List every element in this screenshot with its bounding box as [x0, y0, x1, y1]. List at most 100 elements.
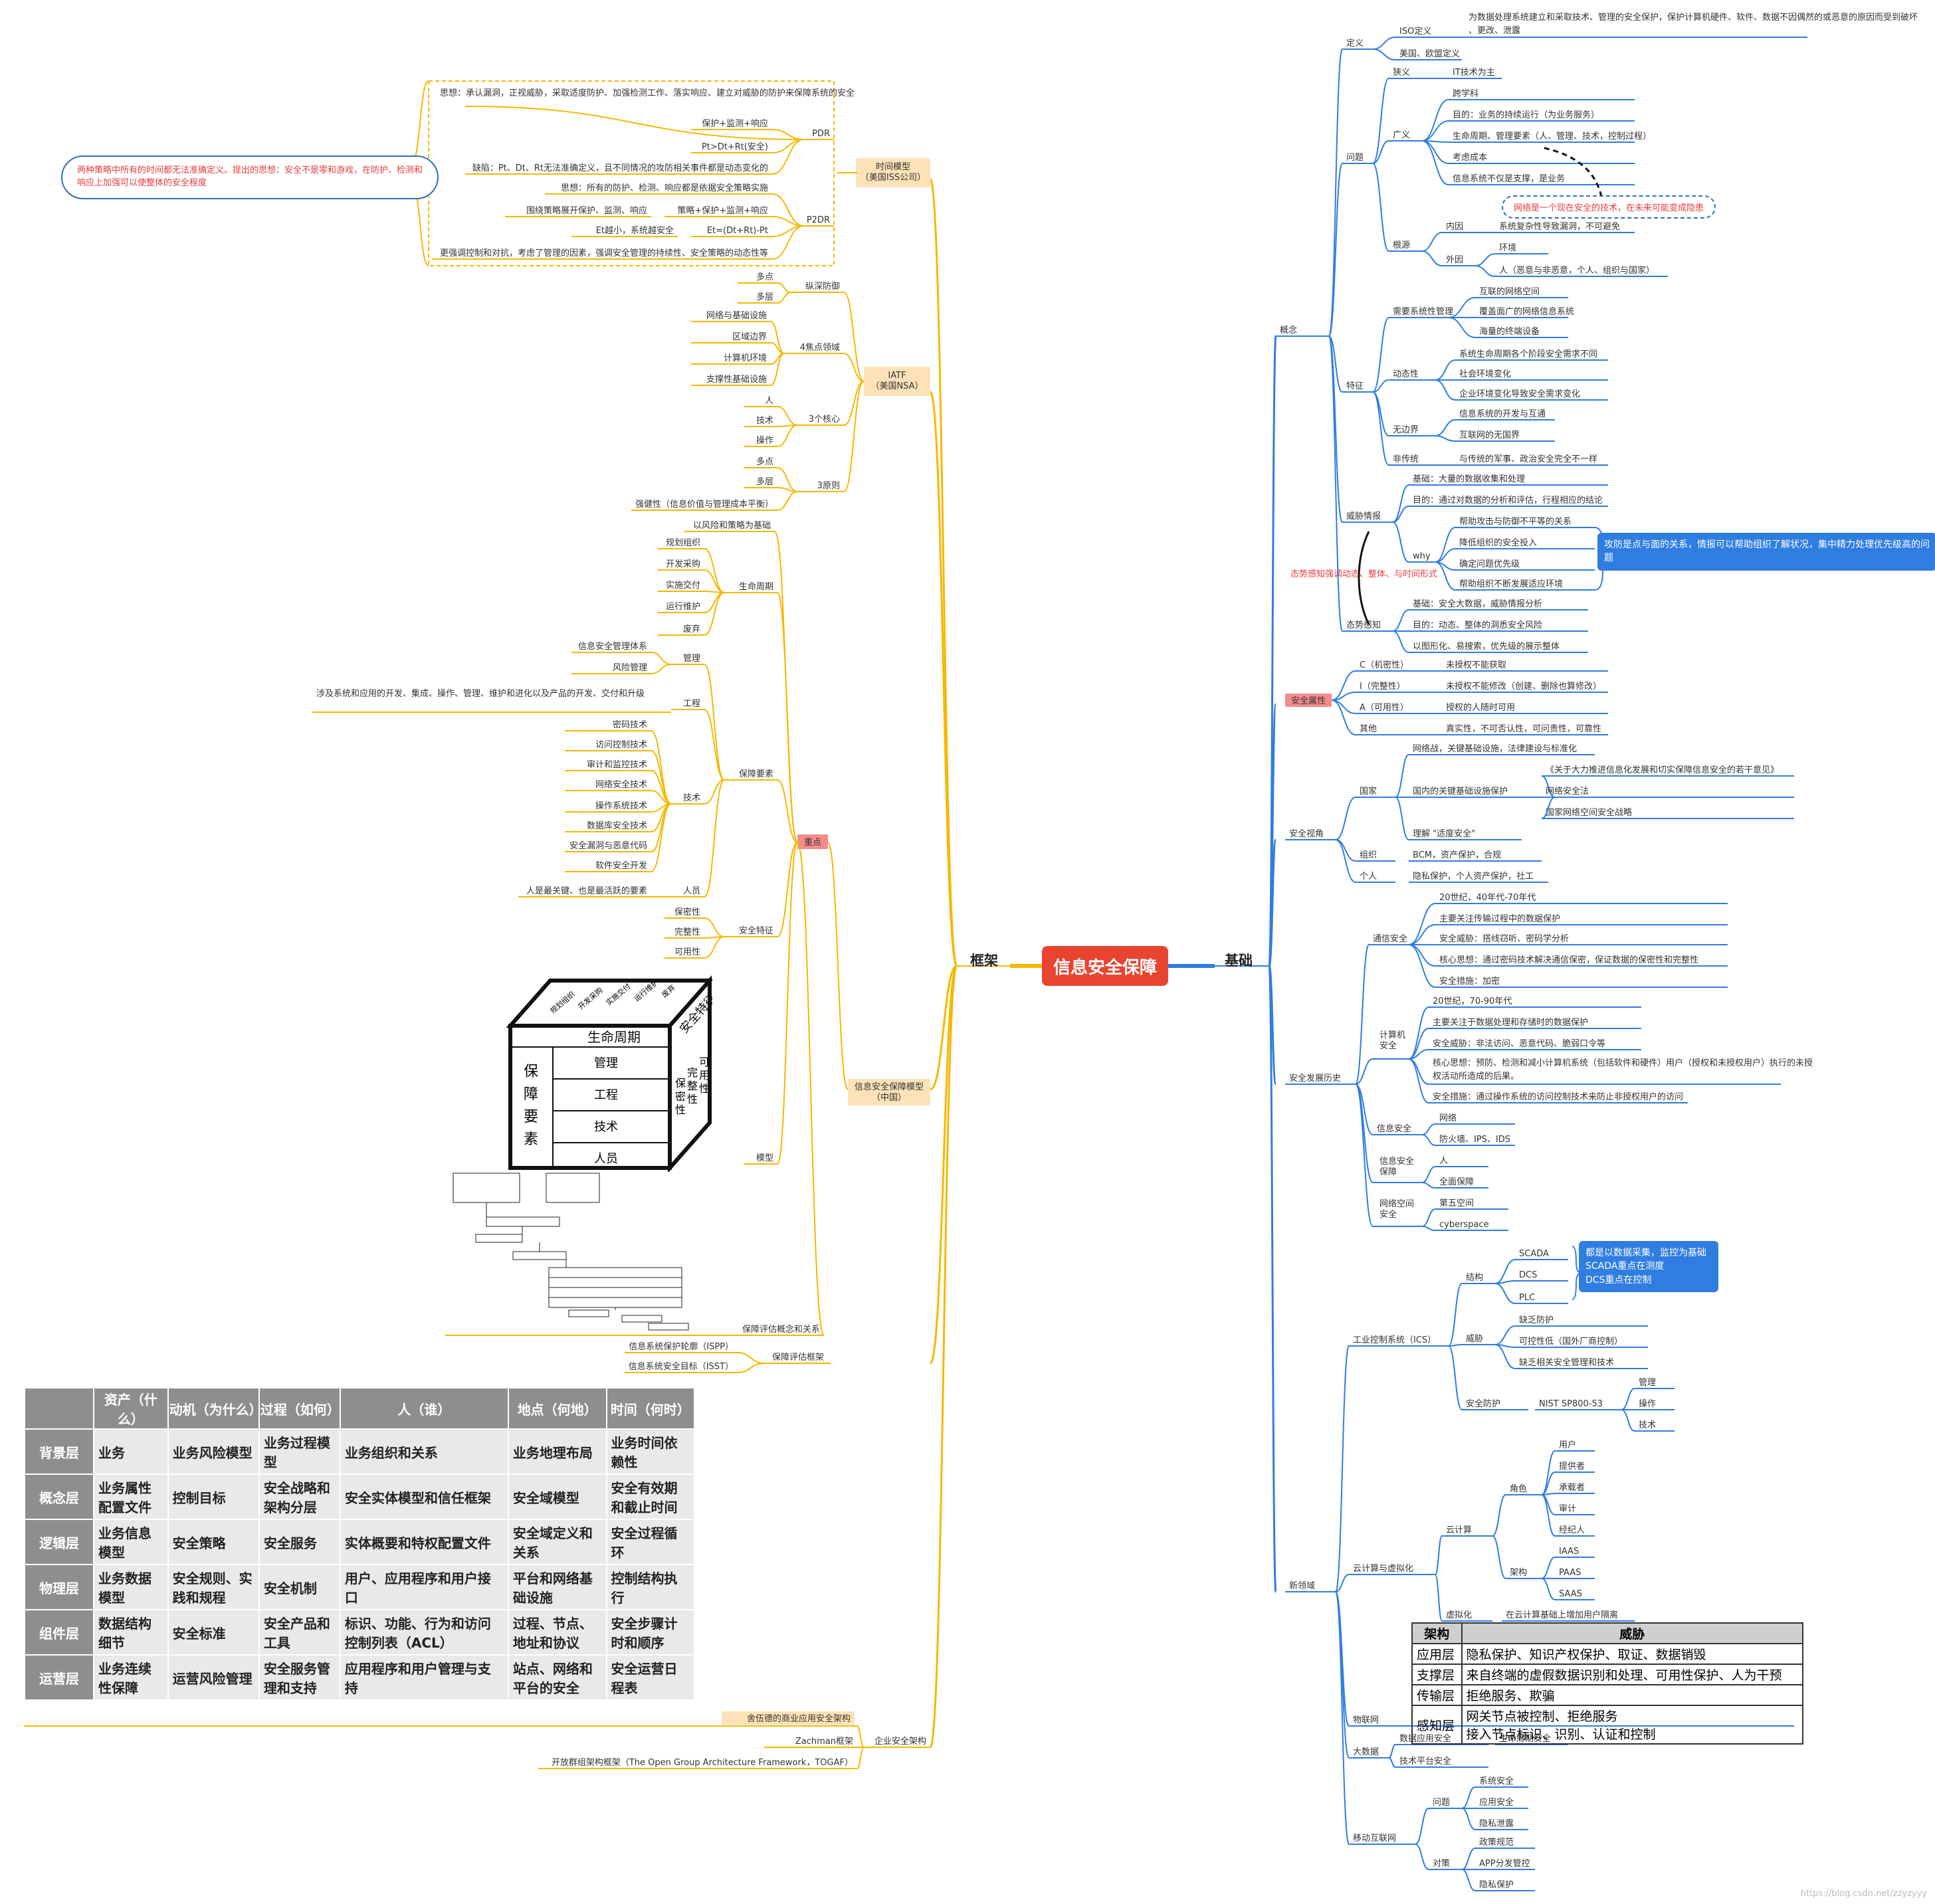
node-label[interactable]: 需要系统性管理 — [1393, 307, 1453, 317]
node-label[interactable]: 安全特征 — [739, 925, 773, 936]
node-label[interactable]: 工程 — [683, 699, 700, 709]
node-label[interactable]: 实施交付 — [666, 580, 700, 591]
node-label[interactable]: 缺乏防护 — [1519, 1315, 1554, 1325]
node-label[interactable]: IT技术为主 — [1453, 68, 1495, 78]
node-label[interactable]: 信息安全保障 — [1379, 1156, 1414, 1177]
root-node[interactable]: 信息安全保障 — [1042, 946, 1168, 986]
node-label[interactable]: Zachman框架 — [795, 1737, 853, 1747]
node-label[interactable]: 国内的关键基础设施保护 — [1413, 786, 1508, 797]
time-model-label[interactable]: 时间模型（美国ISS公司） — [861, 162, 926, 183]
node-label[interactable]: P2DR — [807, 215, 830, 225]
node-label[interactable]: IAAS — [1559, 1547, 1579, 1557]
node-label[interactable]: 网络与基础设施 — [706, 310, 767, 321]
node-label[interactable]: Et=(Dt+Rt)-Pt — [707, 226, 768, 236]
node-label[interactable]: 废弃 — [683, 624, 700, 634]
node-label[interactable]: 计算机环境 — [724, 353, 767, 363]
node-label[interactable]: 物联网 — [1353, 1715, 1379, 1725]
node-label[interactable]: 组织 — [1360, 850, 1377, 860]
node-label[interactable]: 生命周期、管理要素（人、管理、技术，控制过程） — [1453, 131, 1651, 142]
node-label[interactable]: DCS — [1519, 1270, 1537, 1280]
node-label[interactable]: 安全措施：通过操作系统的访问控制技术来防止非授权用户的访问 — [1433, 1092, 1683, 1102]
node-label[interactable]: 大数据 — [1353, 1747, 1379, 1757]
node-label[interactable]: 问题 — [1433, 1798, 1450, 1808]
node-label[interactable]: 隐私保护 — [1479, 1880, 1514, 1890]
node-label[interactable]: 互联网的无国界 — [1459, 430, 1520, 440]
node-label[interactable]: 安全漏洞与恶意代码 — [569, 840, 647, 851]
node-label[interactable]: why — [1413, 551, 1431, 561]
node-label[interactable]: 概念 — [1280, 325, 1297, 335]
node-label[interactable]: 经纪人 — [1559, 1525, 1585, 1535]
node-label[interactable]: 态势感知 — [1346, 620, 1381, 630]
node-label[interactable]: SAAS — [1559, 1589, 1582, 1599]
node-label[interactable]: 开放群组架构框架（The Open Group Architecture Fra… — [552, 1758, 853, 1768]
node-label[interactable]: 广义 — [1393, 130, 1410, 140]
node-label[interactable]: 目的：通过对数据的分析和评估，行程相应的结论 — [1413, 495, 1603, 506]
node-label[interactable]: 密码技术 — [613, 719, 647, 730]
node-label[interactable]: 移动互联网 — [1353, 1834, 1396, 1844]
node-label[interactable]: 技术 — [1639, 1420, 1656, 1430]
node-label[interactable]: 支撑性基础设施 — [706, 375, 767, 385]
node-label[interactable]: 主要关注传输过程中的数据保护 — [1439, 913, 1560, 924]
node-label[interactable]: 系统安全 — [1479, 1776, 1514, 1786]
node-label[interactable]: 网络安全技术 — [595, 779, 647, 790]
node-label[interactable]: 安全发展历史 — [1289, 1073, 1341, 1084]
cn-model-label[interactable]: 信息安全保障模型（中国） — [855, 1082, 924, 1103]
node-label[interactable]: 全面保障 — [1439, 1177, 1474, 1187]
node-label[interactable]: 虚拟化 — [1446, 1610, 1472, 1620]
node-label[interactable]: 访问控制技术 — [595, 740, 647, 750]
node-label[interactable]: 缺陷：Pt、Dt、Rt无法准确定义，且不同情况的攻防相关事件都是动态变化的 — [472, 163, 768, 173]
node-label[interactable]: 风险管理 — [613, 663, 647, 673]
left-branch-title[interactable]: 框架 — [970, 953, 998, 969]
node-label[interactable]: 人（恶意与非恶意，个人、组织与国家） — [1499, 265, 1655, 276]
node-label[interactable]: 计算机安全 — [1379, 1030, 1405, 1051]
node-label[interactable]: 可用性 — [674, 947, 700, 957]
node-label[interactable]: 强健性（信息价值与管理成本平衡） — [635, 499, 773, 510]
node-label[interactable]: 信息系统安全目标（ISST） — [629, 1361, 734, 1372]
node-label[interactable]: I（完整性） — [1360, 682, 1405, 692]
node-label[interactable]: 内因 — [1446, 221, 1463, 232]
node-label[interactable]: 数据库安全技术 — [587, 820, 647, 831]
node-label[interactable]: Et越小，系统越安全 — [596, 225, 674, 236]
node-label[interactable]: 政策规范 — [1479, 1837, 1514, 1848]
node-label[interactable]: 以图形化、易搜索，优先级的展示整体 — [1413, 641, 1560, 652]
node-label[interactable]: 主要关注于数据处理和存储时的数据保护 — [1433, 1017, 1588, 1028]
node-label[interactable]: cyberspace — [1439, 1220, 1489, 1230]
node-label[interactable]: 为数据处理系统建立和采取技术、管理的安全保护，保护计算机硬件、软件、数据不因偶然… — [1469, 12, 1918, 23]
node-label[interactable]: 无边界 — [1393, 425, 1419, 435]
node-label[interactable]: 多层 — [756, 476, 773, 487]
node-label[interactable]: 国家 — [1360, 786, 1377, 797]
node-label[interactable]: PDR — [812, 129, 830, 139]
node-label[interactable]: 多点 — [756, 272, 773, 282]
node-label[interactable]: 跨学科 — [1453, 88, 1478, 99]
node-label[interactable]: 理解 "适度安全" — [1413, 828, 1475, 839]
node-label[interactable]: 人员 — [683, 886, 700, 896]
node-label[interactable]: 未授权不能修改（创建、删除也算修改） — [1446, 681, 1601, 692]
node-label[interactable]: 社会环境变化 — [1459, 369, 1511, 379]
node-label[interactable]: PAAS — [1559, 1568, 1581, 1578]
node-label[interactable]: 考虑成本 — [1453, 153, 1487, 163]
node-label[interactable]: 第五空间 — [1439, 1198, 1474, 1208]
node-label[interactable]: 系统生命周期各个阶段安全需求不同 — [1459, 349, 1597, 359]
node-label[interactable]: 安全措施：加密 — [1439, 976, 1500, 987]
node-label[interactable]: 人 — [765, 396, 773, 406]
node-label[interactable]: 授权的人随时可用 — [1446, 702, 1515, 713]
node-label[interactable]: 根源 — [1393, 240, 1410, 250]
node-label[interactable]: 4焦点领域 — [800, 343, 840, 353]
node-label[interactable]: 云计算 — [1446, 1525, 1472, 1535]
node-label[interactable]: 保护+监测+响应 — [702, 118, 768, 129]
node-label[interactable]: 3原则 — [817, 481, 840, 491]
node-label[interactable]: 承载者 — [1559, 1483, 1585, 1493]
node-label[interactable]: 威胁 — [1466, 1334, 1483, 1344]
node-label[interactable]: 、更改、泄露 — [1469, 26, 1520, 36]
node-label[interactable]: 云计算与虚拟化 — [1353, 1564, 1413, 1574]
node-label[interactable]: 人 — [1439, 1156, 1448, 1166]
node-label[interactable]: 区域边界 — [732, 332, 767, 342]
node-label[interactable]: 更强调控制和对抗，考虑了管理的因素，强调安全管理的持续性、安全策略的动态性等 — [440, 248, 768, 258]
node-label[interactable]: 20世纪，40年代-70年代 — [1439, 893, 1536, 903]
node-label[interactable]: 信息系统的开发与互通 — [1459, 409, 1546, 419]
node-label[interactable]: 技术平台安全 — [1399, 1756, 1451, 1766]
node-label[interactable]: 网络战，关键基础设施，法律建设与标准化 — [1413, 743, 1577, 754]
right-branch-title[interactable]: 基础 — [1225, 953, 1253, 969]
node-label[interactable]: 网络安全法 — [1546, 786, 1589, 797]
node-label[interactable]: 架构 — [1510, 1568, 1527, 1578]
